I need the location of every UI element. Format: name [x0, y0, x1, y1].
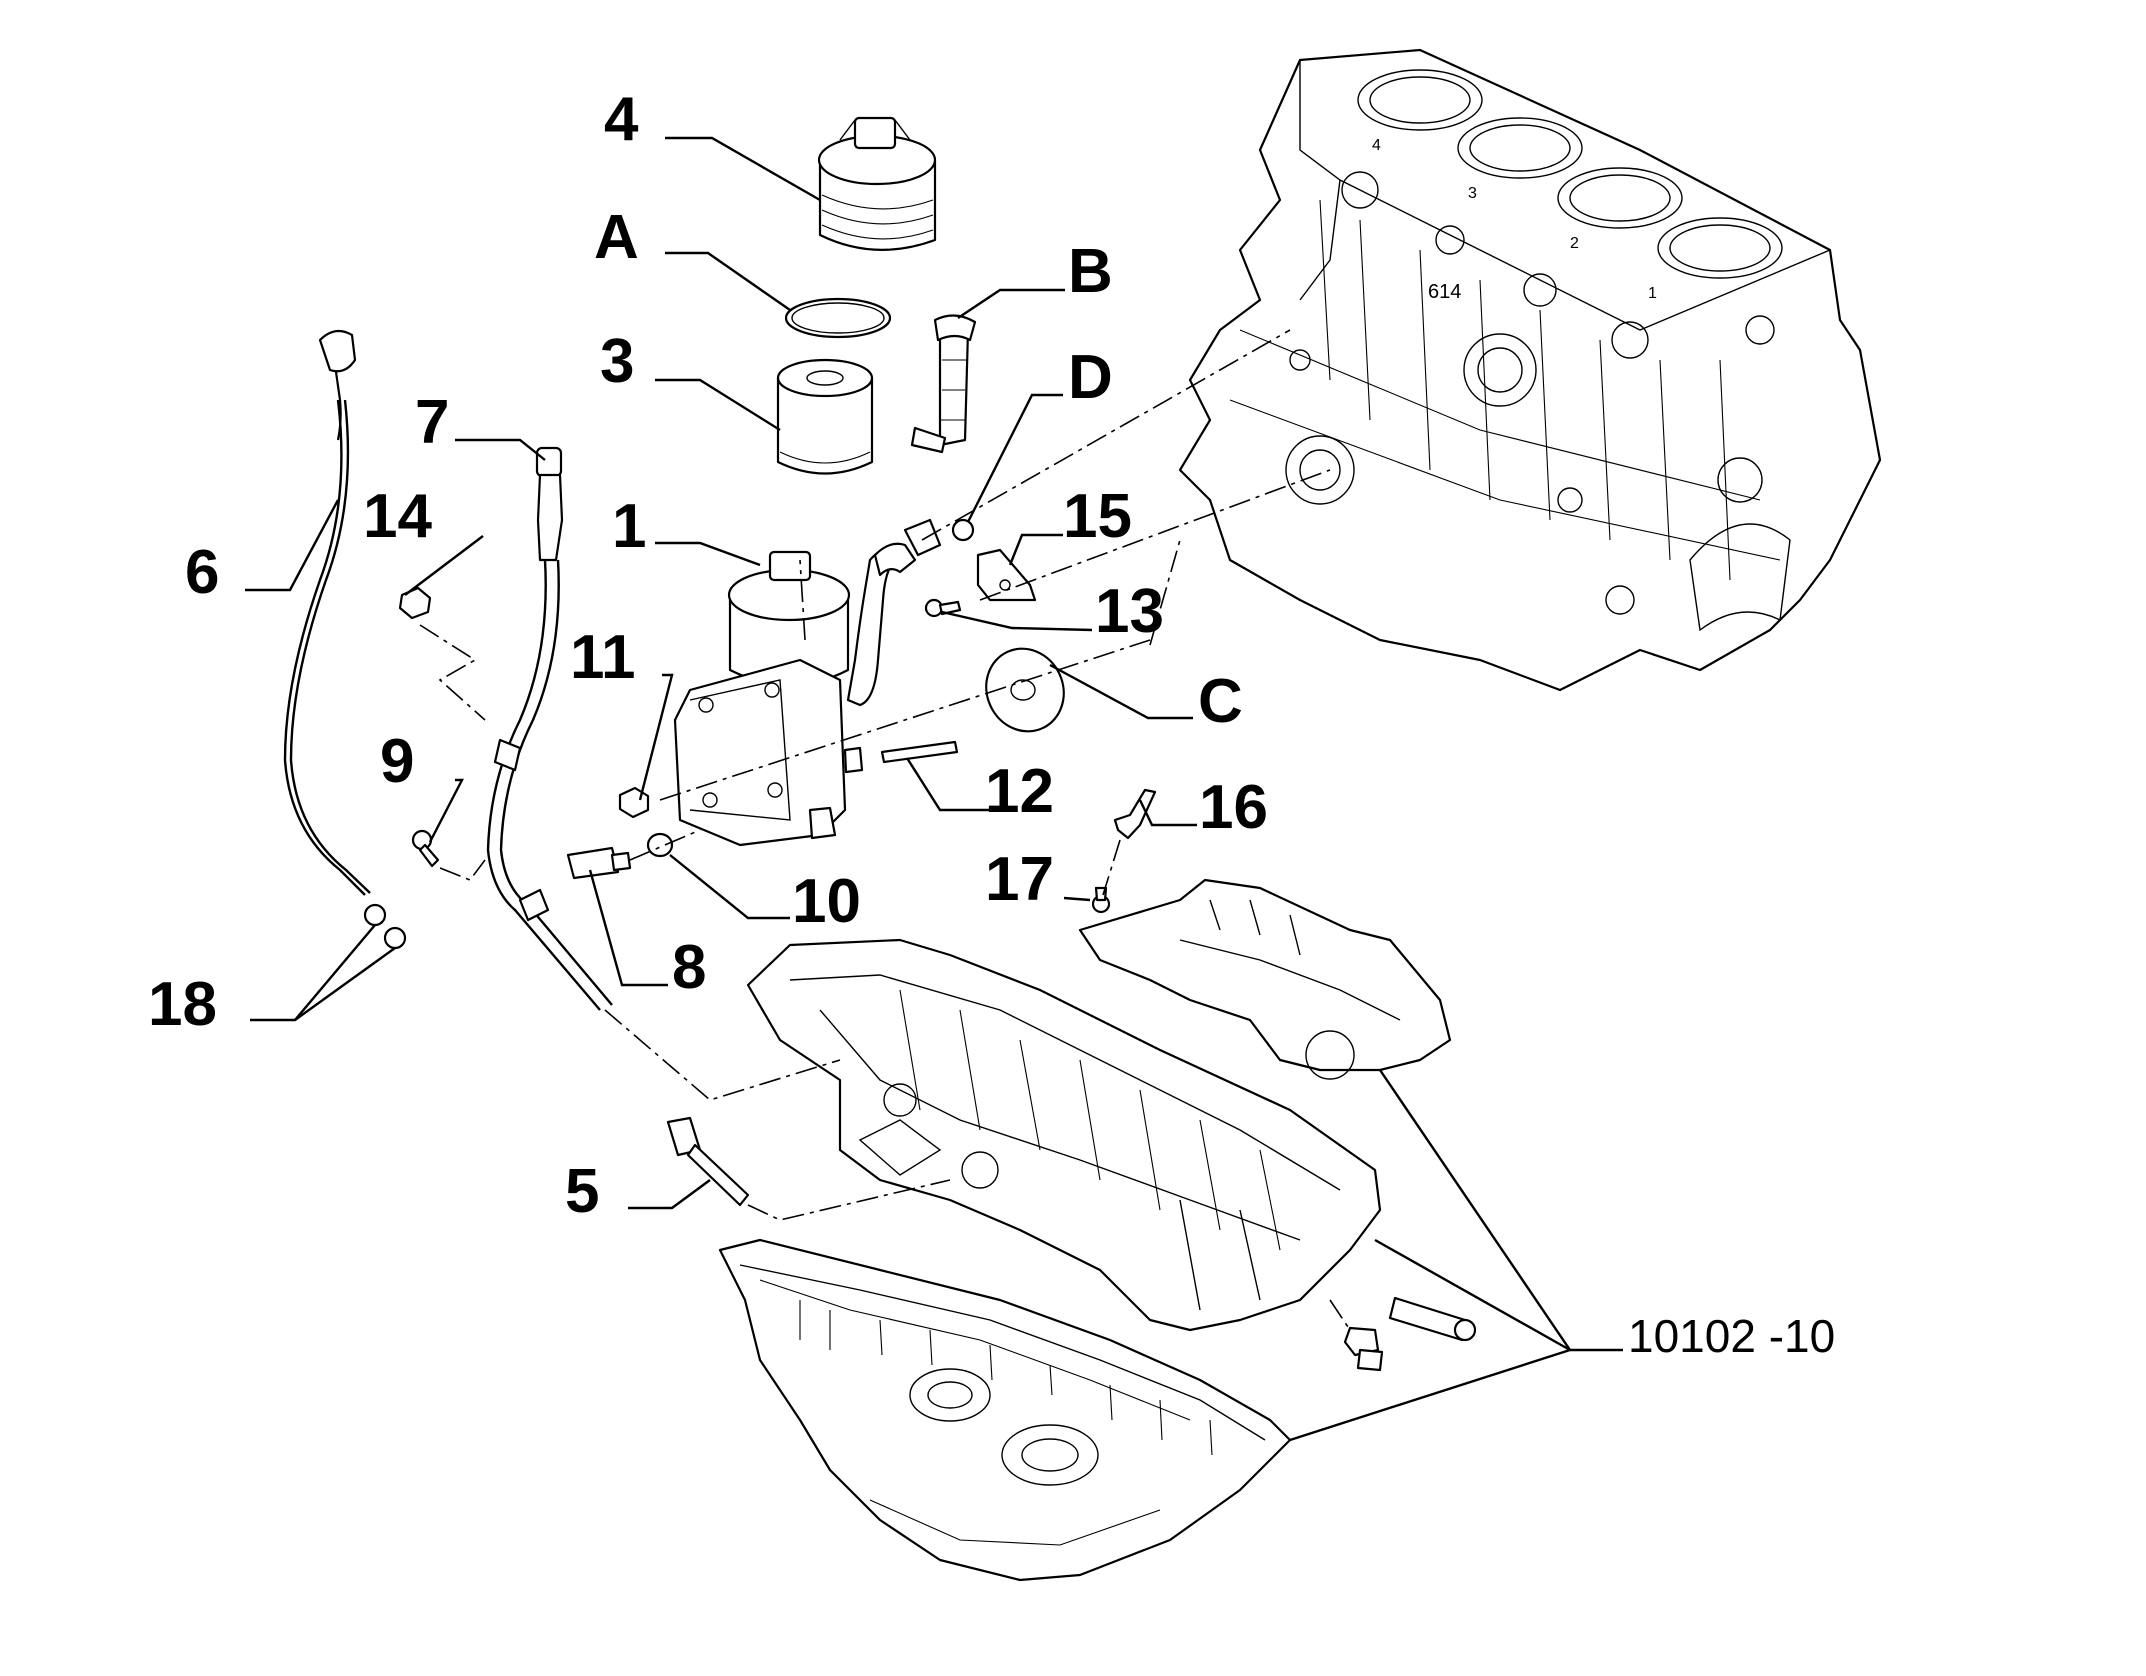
upper-oil-sump — [746, 938, 1382, 1332]
nut-14 — [398, 586, 432, 620]
washer-d — [951, 518, 975, 542]
oil-filter-housing — [673, 518, 942, 847]
clip-16 — [1113, 788, 1157, 840]
callout-a: A — [594, 203, 639, 272]
o-ring-18-upper — [363, 903, 387, 927]
assembly-lines — [419, 329, 1351, 1331]
callout-b: B — [1068, 237, 1113, 306]
callout-8: 8 — [672, 933, 706, 1002]
callout-14: 14 — [363, 482, 432, 551]
block-cylinder-2-mark: 2 — [1570, 235, 1579, 252]
block-cylinder-1-mark: 1 — [1648, 285, 1657, 302]
leader-lines — [245, 136, 1623, 1442]
dipstick — [283, 329, 371, 896]
bolt-17 — [1091, 886, 1111, 914]
callout-d: D — [1068, 343, 1113, 412]
block-cylinder-3-mark: 3 — [1468, 185, 1477, 202]
callout-13: 13 — [1095, 577, 1164, 646]
callout-1: 1 — [612, 492, 646, 561]
oil-filter-cap — [817, 116, 937, 251]
sensor-5 — [666, 1116, 750, 1207]
block-cylinder-4-mark: 4 — [1372, 137, 1381, 154]
sump-bolts — [1343, 1296, 1477, 1372]
oil-filter-cartridge — [776, 358, 874, 475]
callout-3: 3 — [600, 327, 634, 396]
bolt-9 — [411, 829, 440, 868]
callout-c: C — [1198, 667, 1243, 736]
callout-5: 5 — [565, 1157, 599, 1226]
gasket-c — [985, 647, 1065, 733]
pin-12 — [880, 740, 959, 764]
lower-oil-pan — [718, 1238, 1292, 1582]
callout-15: 15 — [1063, 482, 1132, 551]
callout-9: 9 — [380, 727, 414, 796]
bracket-15 — [976, 548, 1037, 602]
dipstick-tube — [486, 446, 613, 1011]
callout-16: 16 — [1199, 773, 1268, 842]
hose-b — [910, 314, 977, 454]
callout-6: 6 — [185, 538, 219, 607]
callout-17: 17 — [985, 845, 1054, 914]
o-ring-a — [784, 297, 892, 339]
block-casting-code: 614 — [1428, 281, 1461, 303]
callout-18: 18 — [148, 970, 217, 1039]
washer-10 — [646, 832, 674, 858]
engine-block: 4 3 2 1 614 — [1178, 48, 1882, 692]
callout-11: 11 — [570, 623, 636, 692]
baffle-plate — [1078, 878, 1452, 1080]
bolt-13 — [924, 598, 962, 618]
callout-10: 10 — [792, 867, 861, 936]
callout-4: 4 — [604, 85, 639, 154]
callout-7: 7 — [415, 388, 449, 457]
sensor-8 — [566, 846, 632, 880]
o-ring-18-lower — [383, 926, 407, 950]
callout-12: 12 — [985, 757, 1054, 826]
reference-code: 10102 -10 — [1628, 1310, 1835, 1362]
nut-11 — [618, 786, 650, 819]
